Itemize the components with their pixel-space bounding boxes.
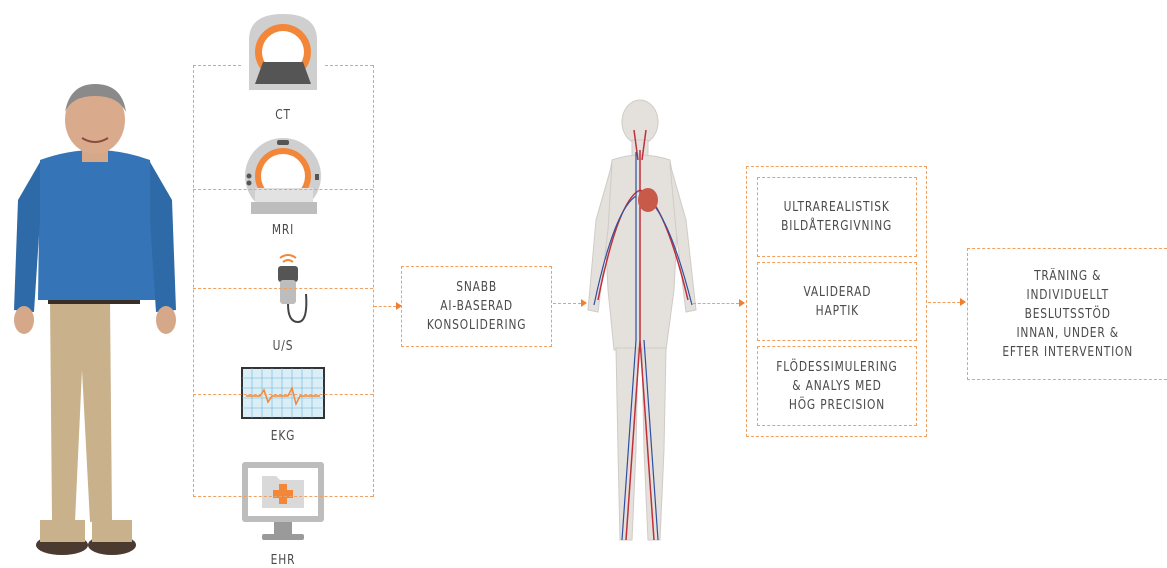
connector-to-outcome bbox=[928, 302, 960, 303]
anatomy-figure bbox=[578, 100, 708, 560]
feature-simulation-line-3: HÖG PRECISION bbox=[776, 396, 897, 415]
feature-box-simulation: FLÖDESSIMULERING & ANALYS MED HÖG PRECIS… bbox=[757, 346, 917, 426]
outcome-box: TRÄNING & INDIVIDUELLT BESLUTSSTÖD INNAN… bbox=[967, 248, 1167, 380]
ehr-monitor-icon bbox=[242, 462, 324, 548]
bracket-line-ehr bbox=[193, 496, 373, 497]
outcome-line-1: TRÄNING & bbox=[1002, 267, 1133, 286]
outcome-line-3: BESLUTSSTÖD bbox=[1002, 305, 1133, 324]
ct-scanner-icon bbox=[241, 10, 325, 100]
bracket-line-ekg bbox=[193, 394, 373, 395]
outcome-line-2: INDIVIDUELLT bbox=[1002, 286, 1133, 305]
mri-scanner-icon bbox=[241, 138, 325, 218]
bracket-left-line bbox=[193, 65, 194, 497]
modality-label-mri: MRI bbox=[267, 223, 300, 238]
outcome-line-5: EFTER INTERVENTION bbox=[1002, 343, 1133, 362]
feature-haptics-line-1: VALIDERAD bbox=[803, 283, 871, 302]
consolidation-box: SNABB AI-BASERAD KONSOLIDERING bbox=[401, 266, 552, 347]
consolidation-line-2: AI-BASERAD bbox=[427, 297, 526, 316]
feature-rendering-line-2: BILDÅTERGIVNING bbox=[782, 217, 893, 236]
arrow-to-outcome bbox=[960, 298, 966, 306]
feature-haptics-line-2: HAPTIK bbox=[803, 302, 871, 321]
modality-label-ekg: EKG bbox=[267, 429, 300, 444]
modality-label-ct: CT bbox=[267, 108, 300, 123]
feature-box-rendering: ULTRAREALISTISK BILDÅTERGIVNING bbox=[757, 177, 917, 257]
connector-to-consolidation bbox=[374, 306, 396, 307]
bracket-right-line bbox=[373, 65, 374, 497]
consolidation-line-1: SNABB bbox=[427, 278, 526, 297]
modality-label-us: U/S bbox=[267, 339, 300, 354]
feature-box-haptics: VALIDERAD HAPTIK bbox=[757, 262, 917, 341]
modality-label-ehr: EHR bbox=[267, 553, 300, 568]
connector-to-features bbox=[693, 303, 739, 304]
bracket-line-us bbox=[193, 288, 373, 289]
outcome-line-4: INNAN, UNDER & bbox=[1002, 324, 1133, 343]
bracket-line-ct-left bbox=[193, 65, 241, 66]
feature-rendering-line-1: ULTRAREALISTISK bbox=[782, 198, 893, 217]
connector-to-anatomy bbox=[553, 303, 581, 304]
feature-simulation-line-1: FLÖDESSIMULERING bbox=[776, 358, 897, 377]
patient-photo bbox=[0, 0, 180, 568]
feature-simulation-line-2: & ANALYS MED bbox=[776, 377, 897, 396]
consolidation-line-3: KONSOLIDERING bbox=[427, 316, 526, 335]
bracket-line-mri bbox=[193, 189, 373, 190]
bracket-line-ct-right bbox=[325, 65, 373, 66]
arrow-to-features bbox=[739, 299, 745, 307]
ekg-monitor-icon bbox=[242, 368, 324, 418]
